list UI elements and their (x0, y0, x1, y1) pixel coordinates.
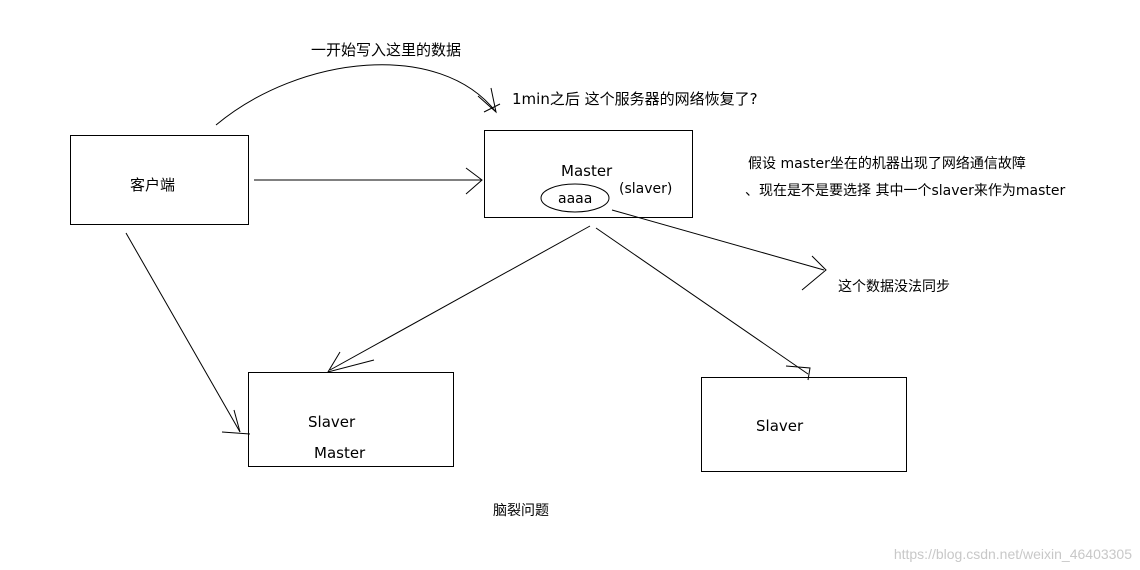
right-slave-label: Slaver (756, 417, 804, 435)
failure-note-line1: 假设 master坐在的机器出现了网络通信故障 (748, 156, 1026, 172)
data-sync-arrowhead (801, 255, 827, 291)
master-to-left-slave-arrow (329, 225, 591, 371)
left-slave-node (248, 372, 454, 467)
left-slave-new-role: Master (314, 444, 366, 462)
data-sync-arrow (611, 209, 825, 271)
right-slave-node (701, 377, 907, 472)
master-to-right-slave-arrow (595, 227, 809, 375)
master-to-right-slave-arrowhead (785, 365, 811, 381)
initial-write-note: 一开始写入这里的数据 (311, 41, 462, 59)
initial-write-arrow (215, 64, 497, 126)
client-to-left-slave-arrow (125, 232, 241, 433)
master-label: Master (561, 162, 613, 180)
diagram-caption: 脑裂问题 (493, 503, 549, 519)
client-label: 客户端 (130, 176, 176, 194)
client-node (70, 135, 249, 225)
initial-write-arrowhead (477, 87, 501, 114)
master-data-value: aaaa (558, 191, 593, 207)
recovery-note: 1min之后 这个服务器的网络恢复了? (512, 90, 758, 108)
master-to-left-slave-arrowhead (326, 351, 375, 373)
data-ellipse (540, 183, 610, 213)
master-node (484, 130, 693, 218)
client-to-master-arrowhead (465, 167, 483, 195)
left-slave-label: Slaver (308, 413, 356, 431)
master-role-note: (slaver) (619, 181, 673, 197)
failure-note-line2: 、现在是不是要选择 其中一个slaver来作为master (745, 183, 1066, 199)
client-to-left-slave-arrowhead (221, 409, 251, 435)
watermark: https://blog.csdn.net/weixin_46403305 (893, 546, 1132, 562)
cannot-sync-note: 这个数据没法同步 (838, 279, 950, 295)
